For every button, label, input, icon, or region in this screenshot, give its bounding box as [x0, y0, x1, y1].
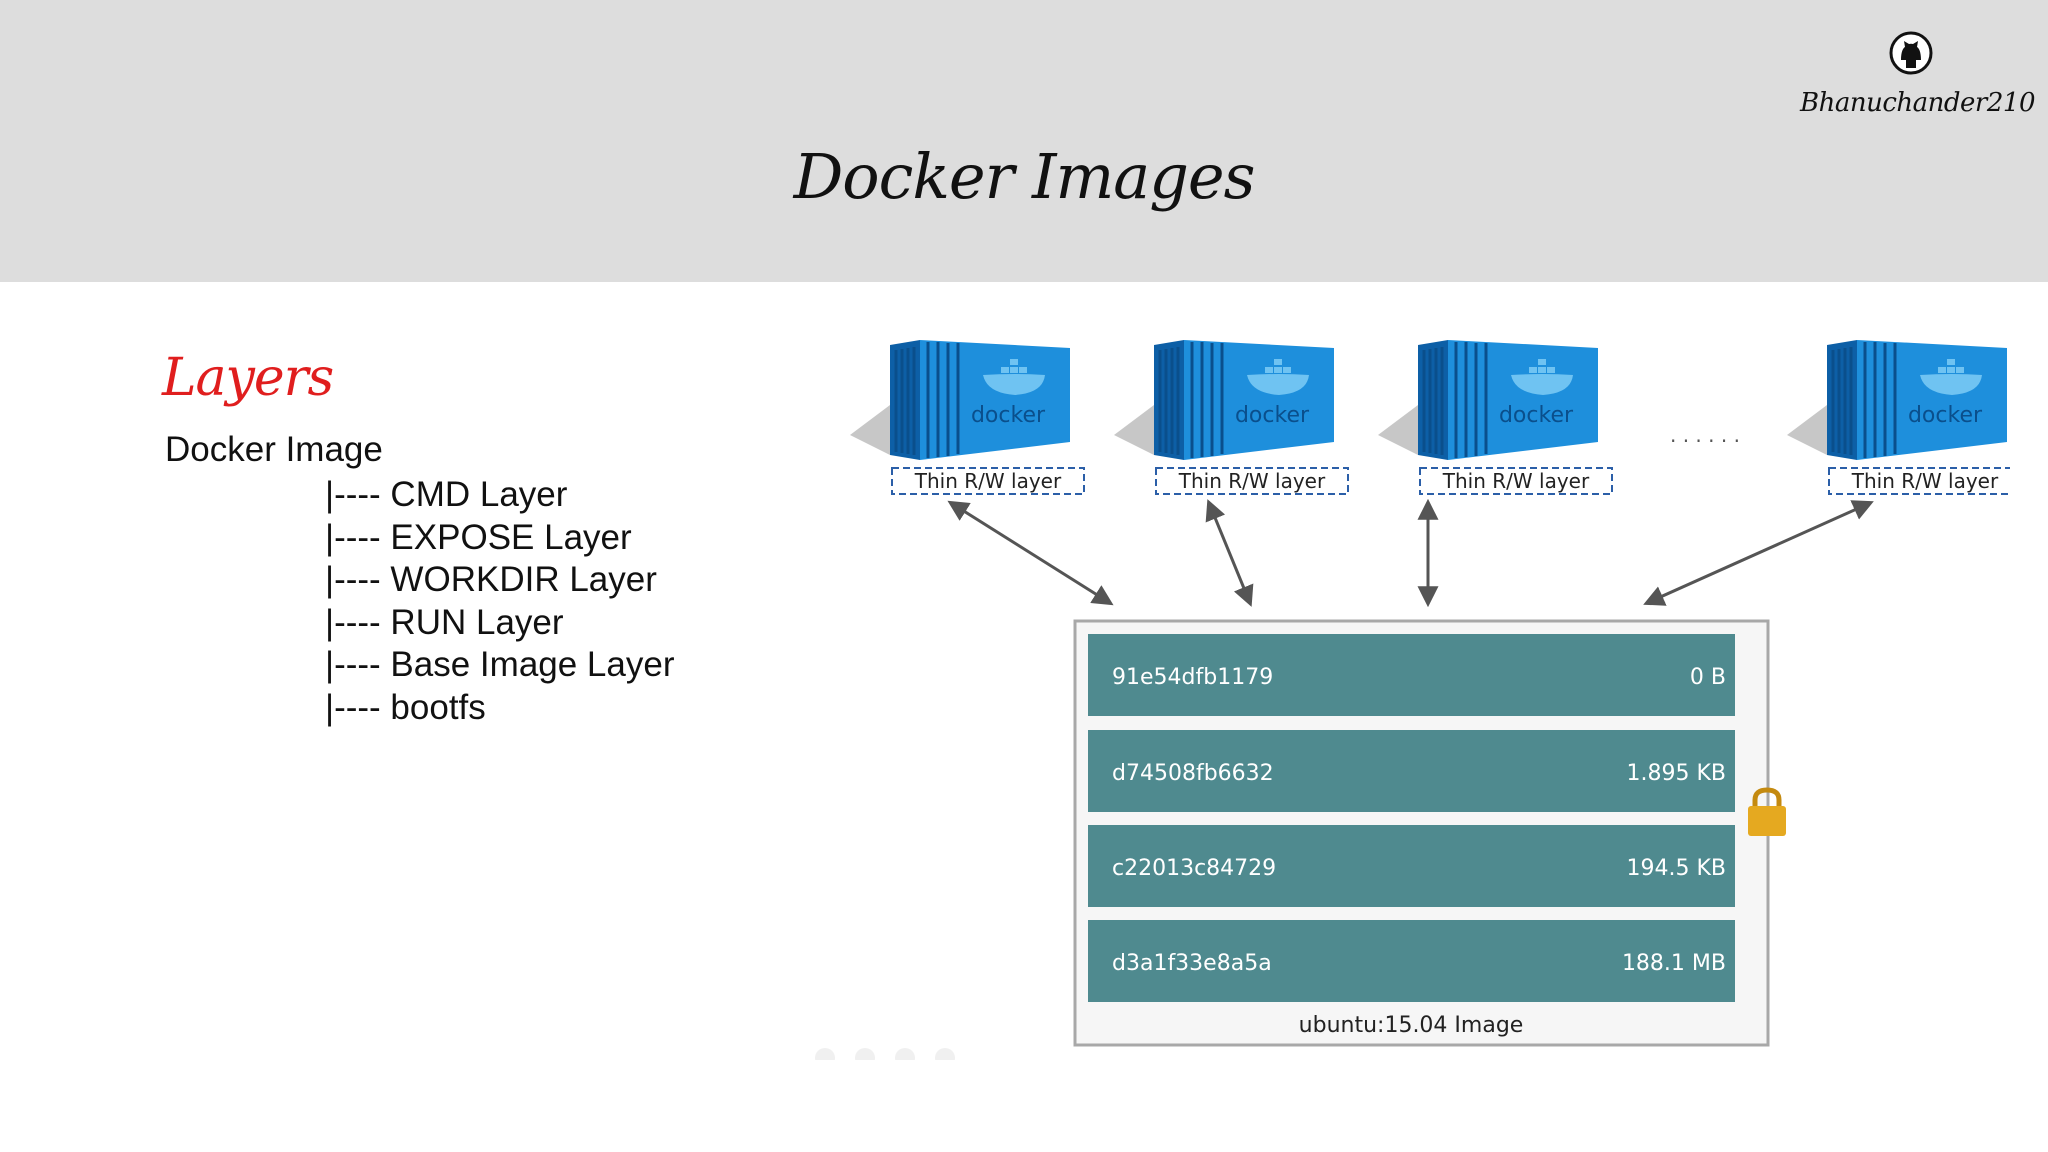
image-layer: d3a1f33e8a5a 188.1 MB	[1088, 920, 1735, 1002]
page-dot	[895, 1048, 915, 1060]
docker-whale-icon	[983, 359, 1045, 395]
page-dot	[815, 1048, 835, 1060]
tree-item: |---- EXPOSE Layer	[325, 517, 632, 557]
arrow	[1205, 499, 1254, 607]
page-dot	[935, 1048, 955, 1060]
docker-whale-icon	[1247, 359, 1309, 395]
container-caption: Thin R/W layer	[1442, 469, 1590, 493]
header-band: Bhanuchander210 Docker Images	[0, 0, 2048, 282]
arrow	[1643, 500, 1874, 606]
padlock-icon	[1748, 787, 1786, 836]
image-layer: 91e54dfb1179 0 B	[1088, 634, 1735, 716]
section-title: Layers	[162, 348, 334, 408]
docker-container: docker Thin R/W layer	[1378, 340, 1613, 495]
tree-item: |---- RUN Layer	[325, 602, 564, 642]
ellipsis: . . . . . .	[1670, 423, 1740, 447]
page-indicator	[815, 1048, 955, 1060]
layer-id: 91e54dfb1179	[1112, 665, 1273, 690]
arrow	[947, 500, 1114, 606]
layer-size: 1.895 KB	[1627, 761, 1727, 786]
tree-item: |---- bootfs	[325, 687, 486, 727]
layer-size: 0 B	[1690, 665, 1726, 690]
page-title: Docker Images	[793, 140, 1256, 213]
docker-container: docker Thin R/W layer	[850, 340, 1085, 495]
docker-whale-icon	[1511, 359, 1573, 395]
container-caption: Thin R/W layer	[1178, 469, 1326, 493]
layer-size: 188.1 MB	[1622, 951, 1726, 976]
layer-size: 194.5 KB	[1627, 856, 1727, 881]
docker-logo-text: docker	[1235, 403, 1310, 428]
container-caption: Thin R/W layer	[914, 469, 1062, 493]
image-layer: c22013c84729 194.5 KB	[1088, 825, 1735, 907]
docker-container: docker Thin R/W layer	[1787, 340, 2010, 495]
docker-logo-text: docker	[1908, 403, 1983, 428]
image-label: ubuntu:15.04 Image	[1299, 1013, 1524, 1038]
layer-tree: |---- CMD Layer |---- EXPOSE Layer |----…	[325, 474, 675, 730]
container-caption: Thin R/W layer	[1851, 469, 1999, 493]
docker-logo-text: docker	[1499, 403, 1574, 428]
docker-logo-text: docker	[971, 403, 1046, 428]
github-octocat-icon[interactable]	[1888, 30, 1934, 76]
tree-item: |---- Base Image Layer	[325, 645, 675, 685]
docker-layers-diagram: docker Thin R/W layer docker Thin R/W la…	[815, 340, 2010, 1060]
arrows	[947, 498, 1874, 608]
docker-whale-icon	[1920, 359, 1982, 395]
image-layer: d74508fb6632 1.895 KB	[1088, 730, 1735, 812]
layer-id: d74508fb6632	[1112, 761, 1274, 786]
author-name: Bhanuchander210	[1800, 88, 2035, 118]
layer-id: c22013c84729	[1112, 856, 1276, 881]
tree-item: |---- WORKDIR Layer	[325, 560, 657, 600]
tree-root: Docker Image	[165, 430, 383, 469]
layer-id: d3a1f33e8a5a	[1112, 951, 1272, 976]
docker-container: docker Thin R/W layer	[1114, 340, 1349, 495]
page-dot	[855, 1048, 875, 1060]
tree-item: |---- CMD Layer	[325, 475, 568, 514]
